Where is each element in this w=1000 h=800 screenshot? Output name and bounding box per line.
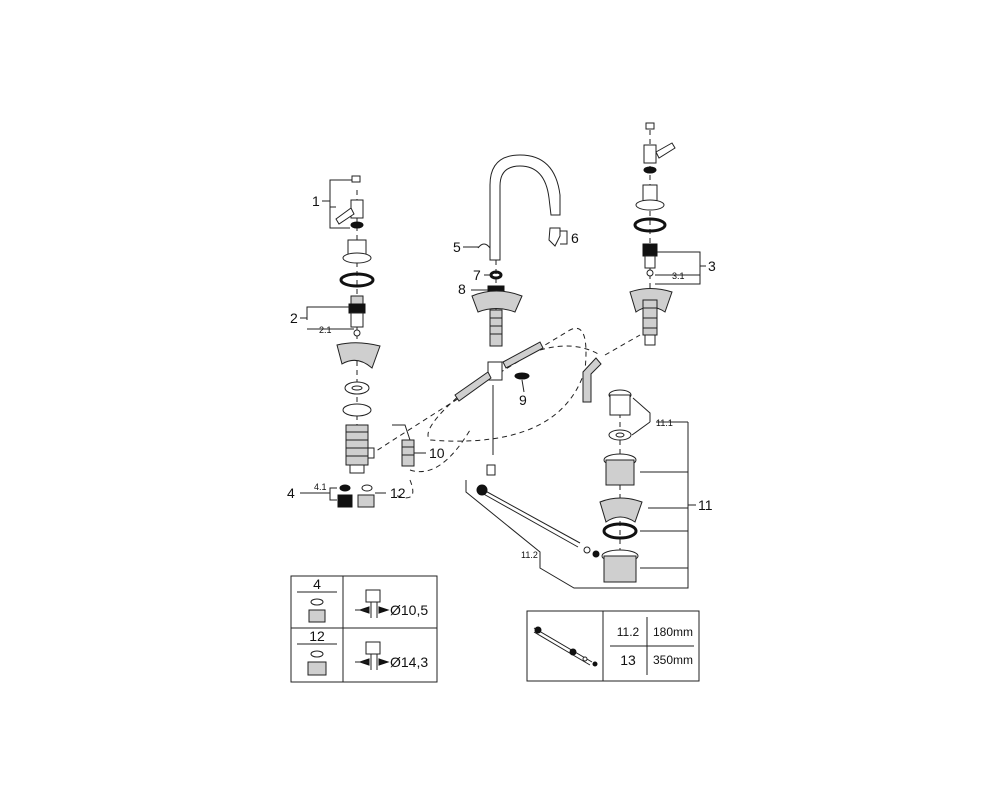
clip: [477, 243, 491, 249]
callout-9: 9: [519, 392, 527, 408]
callout-11: 11: [698, 497, 713, 513]
callout-4: 4: [287, 485, 295, 501]
spout: [489, 154, 561, 261]
adapter-row-2-diameter: Ø14,3: [390, 654, 428, 670]
rod-row-1-length: 180mm: [653, 625, 693, 639]
callout-2: 2: [290, 310, 298, 326]
popup-rod: [476, 464, 600, 558]
callout-11-2: 11.2: [521, 550, 538, 560]
callout-12: 12: [390, 485, 406, 501]
callout-4-1: 4.1: [314, 482, 327, 492]
callout-1: 1: [312, 193, 320, 209]
adapter-row-1-code: 4: [313, 576, 321, 592]
aerator: [548, 227, 561, 247]
callout-5: 5: [453, 239, 461, 255]
callout-7: 7: [473, 267, 481, 283]
callout-3: 3: [708, 258, 716, 274]
callout-2-1: 2.1: [319, 325, 332, 335]
left-threaded-shank: [345, 424, 375, 474]
callout-3-1: 3.1: [672, 271, 685, 281]
adapter-table: 4 Ø10,5 12 Ø14,3: [290, 575, 438, 683]
callout-10: 10: [429, 445, 445, 461]
drain-deck-section: [599, 497, 643, 523]
left-hose: [392, 424, 415, 467]
callout-11-1: 11.1: [656, 418, 673, 428]
drain-assembly: [599, 389, 643, 583]
rod-length-table: 11.2 180mm 13 350mm: [526, 610, 700, 682]
adapter-row-1-diameter: Ø10,5: [390, 602, 428, 618]
callout-6: 6: [571, 230, 579, 246]
callout-8: 8: [458, 281, 466, 297]
callout-labels: 1 2 2.1 3 3.1 4 4.1 5 6 7 8 9 10 11 11.1…: [287, 193, 716, 560]
left-handle-set: [335, 175, 372, 264]
leader-lines: [300, 179, 706, 589]
rod-row-2-code: 13: [620, 652, 636, 668]
left-deck-section: [336, 342, 381, 369]
adapter-nuts: [337, 484, 375, 508]
left-valve-assembly: [335, 175, 415, 508]
left-o-ring: [339, 272, 375, 288]
t-connector: [454, 341, 544, 402]
rod-row-1-code: 11.2: [617, 625, 640, 639]
rod-row-2-length: 350mm: [653, 653, 693, 667]
spout-assembly: [454, 154, 602, 403]
right-hose: [582, 357, 602, 403]
left-flange: [342, 403, 372, 417]
spout-o-ring: [489, 270, 503, 280]
left-cartridge: [348, 295, 366, 337]
adapter-row-2-code: 12: [309, 628, 325, 644]
right-valve-assembly: [629, 122, 676, 346]
drain-o-ring: [602, 522, 638, 540]
spout-shank: [471, 285, 523, 347]
